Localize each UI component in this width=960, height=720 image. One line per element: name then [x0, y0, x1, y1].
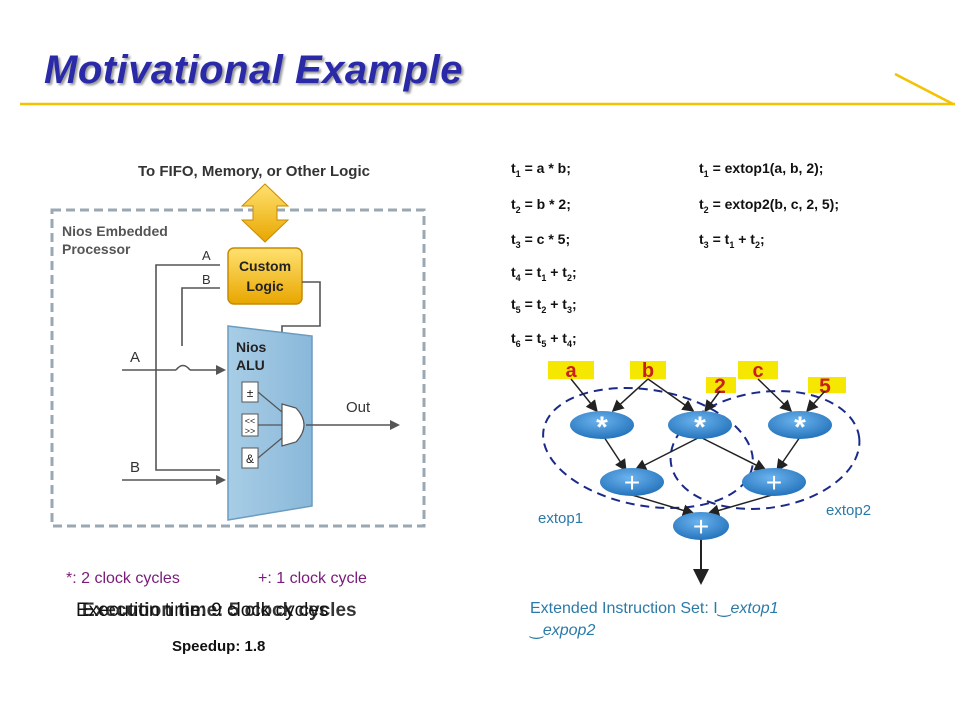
nios-alu-block — [227, 325, 313, 521]
svg-text:+: + — [624, 467, 640, 498]
input-a-label: A — [130, 349, 140, 366]
code-line-6: t6 = t5 + t4; — [511, 330, 577, 349]
add-node-3 — [673, 512, 729, 540]
input-b: b — [642, 360, 654, 382]
custom-logic-label-1: Custom — [239, 258, 291, 274]
const-2: 2 — [714, 375, 726, 398]
alu-out-label: Out — [346, 399, 371, 416]
alu-add-symbol: ± — [247, 386, 254, 400]
const-5-box — [808, 377, 846, 393]
port-a-small: A — [202, 248, 211, 263]
port-b-small: B — [202, 272, 211, 287]
input-c-box — [738, 361, 778, 379]
extop2-label: extop2 — [826, 502, 871, 519]
custom-logic-label-2: Logic — [246, 278, 284, 294]
code-line-4: t4 = t1 + t2; — [511, 264, 577, 283]
input-a: a — [565, 360, 577, 382]
input-b-box — [630, 361, 666, 379]
const-2-box — [706, 377, 736, 393]
input-a-box — [548, 361, 594, 379]
ext-code-line-1: t1 = extop1(a, b, 2); — [699, 160, 824, 179]
const-5: 5 — [819, 375, 831, 398]
svg-text:*: * — [596, 411, 608, 444]
processor-label-2: Processor — [62, 241, 131, 257]
svg-text:<<: << — [245, 416, 256, 426]
input-c: c — [752, 360, 763, 382]
extop2-boundary — [669, 390, 861, 510]
mul-node-1 — [570, 411, 634, 439]
processor-label-1: Nios Embedded — [62, 223, 168, 239]
svg-text:*: * — [794, 411, 806, 444]
code-line-3: t3 = c * 5; — [511, 231, 571, 250]
alu-and-symbol: & — [246, 452, 254, 466]
exec-time-9: Execution time: 9 clock cycles — [76, 600, 329, 621]
svg-text:*: * — [694, 411, 706, 444]
alu-label-2: ALU — [236, 357, 265, 373]
add-node-1 — [600, 468, 664, 496]
block-top-label: To FIFO, Memory, or Other Logic — [138, 163, 370, 180]
input-b-label: B — [130, 459, 140, 476]
add-node-2 — [742, 468, 806, 496]
mul-node-2 — [668, 411, 732, 439]
exec-time-5: Execution time: 5 clock cycles — [82, 600, 357, 621]
slide-title: Motivational Example — [44, 48, 463, 92]
code-line-1: t1 = a * b; — [511, 160, 571, 179]
mul-cycles-note: *: 2 clock cycles — [66, 570, 180, 587]
alu-label-1: Nios — [236, 339, 267, 355]
extop1-boundary — [542, 386, 754, 510]
nios-block-diagram: To FIFO, Memory, or Other Logic Nios Emb… — [50, 163, 426, 528]
ext-code-line-3: t3 = t1 + t2; — [699, 231, 765, 250]
ext-instruction-set-note-2: ‿expop2 — [530, 622, 596, 639]
dataflow-graph: a b c 2 5 * * * + + + extop1 extop2 — [538, 360, 871, 585]
speedup-label: Speedup: 1.8 — [172, 638, 266, 655]
processor-boundary — [50, 208, 426, 528]
custom-logic-box — [227, 247, 303, 305]
svg-text:+: + — [766, 467, 782, 498]
ext-code-line-2: t2 = extop2(b, c, 2, 5); — [699, 196, 840, 215]
code-line-2: t2 = b * 2; — [511, 196, 571, 215]
bidirectional-arrow-icon — [240, 183, 290, 243]
svg-text:+: + — [693, 511, 709, 542]
code-line-5: t5 = t2 + t3; — [511, 296, 577, 315]
ext-instruction-set-note: Extended Instruction Set: I‿extop1 — [530, 600, 779, 617]
mul-node-3 — [768, 411, 832, 439]
alu-mux — [281, 403, 305, 447]
extop1-label: extop1 — [538, 510, 583, 527]
svg-text:>>: >> — [245, 426, 256, 436]
add-cycles-note: +: 1 clock cycle — [258, 570, 367, 587]
